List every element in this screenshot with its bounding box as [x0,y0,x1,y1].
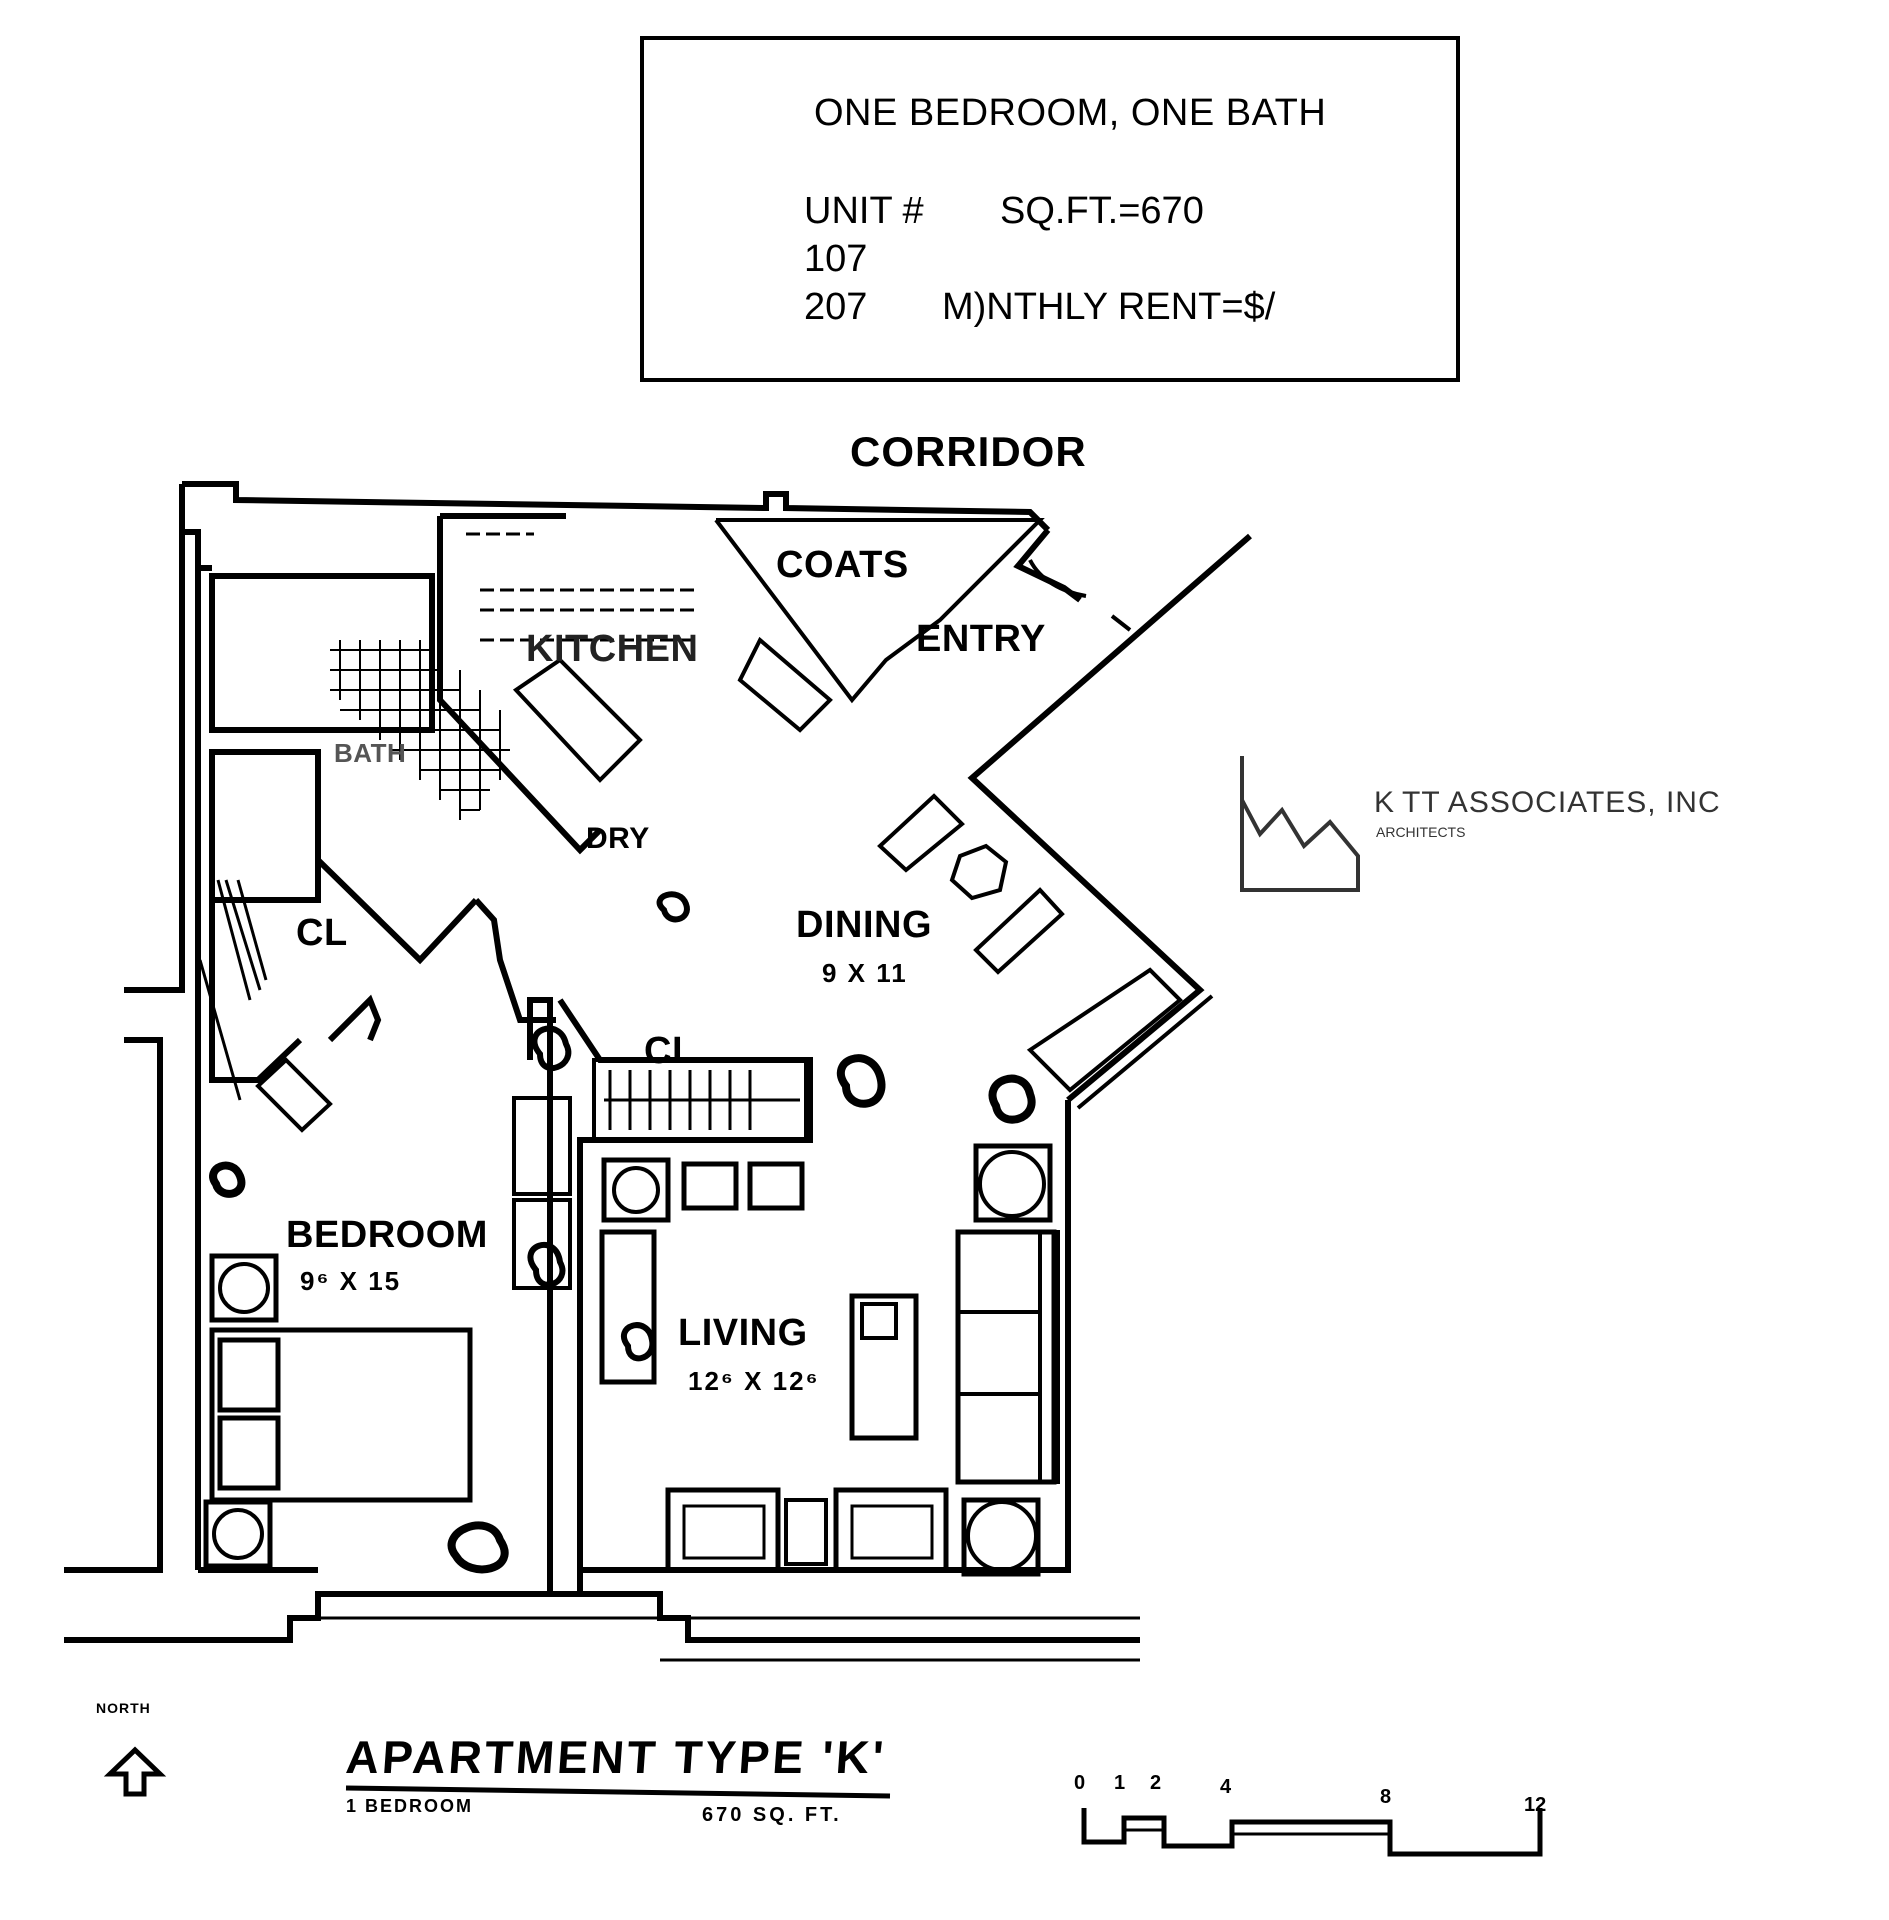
scale-tick: 4 [1220,1776,1232,1798]
apartment-type-title: APARTMENT TYPE 'K' [344,1731,888,1783]
outer-wall-north [182,481,1051,533]
outer-wall-nw [179,484,212,571]
architect-subtitle: ARCHITECTS [1376,824,1466,840]
scale-tick: 2 [1150,1772,1162,1794]
apartment-sqft: 670 SQ. FT. [702,1804,842,1826]
unit-number-label: UNIT # [804,190,924,232]
scale-tick: 12 [1524,1794,1547,1816]
entry-label: ENTRY [916,618,1046,660]
armchair-2 [833,1487,949,1573]
scale-tick: 0 [1074,1772,1086,1794]
apartment-bedroom-count: 1 BEDROOM [346,1796,474,1816]
unit-type-title: ONE BEDROOM, ONE BATH [814,92,1327,134]
outer-wall-west-lower [64,1037,163,1573]
architect-name: K TT ASSOCIATES, INC [1374,786,1721,819]
dining-label: DINING [796,904,932,946]
square-footage: SQ.FT.=670 [1000,190,1204,232]
corridor-label: CORRIDOR [850,428,1087,475]
armchair-1 [665,1487,781,1573]
bed [209,1327,473,1503]
bath-label: BATH [334,738,407,768]
closet-label-living: CL [644,1030,696,1072]
bedroom-dimensions: 9⁶ X 15 [300,1266,402,1296]
coats-label: COATS [776,544,909,586]
unit-number-1: 107 [804,238,868,280]
bedroom-living-wall [527,997,553,1594]
outer-wall-south [64,1591,1140,1643]
living-label: LIVING [678,1312,808,1354]
dryer-label: DRY [586,822,650,855]
kitchen-label: KITCHEN [526,628,699,670]
outer-wall-west-upper [124,532,185,993]
scale-bar [1081,1808,1543,1857]
bedroom-label: BEDROOM [286,1214,488,1256]
scale-tick: 8 [1380,1786,1392,1808]
dining-dimensions: 9 X 11 [822,958,908,988]
architect-logo-mark [1240,756,1360,892]
kitchen-wall [437,516,603,855]
sideboard [1026,967,1183,1093]
dining-table [949,843,1009,901]
unit-number-2: 207 [804,286,868,328]
coffee-table [849,1293,919,1441]
monthly-rent: M)NTHLY RENT=$/ [942,286,1276,328]
living-dimensions: 12⁶ X 12⁶ [688,1366,820,1396]
unit-info-box: ONE BEDROOM, ONE BATH UNIT # SQ.FT.=670 … [640,36,1460,382]
closet-label-bedroom: CL [296,912,348,954]
scale-tick: 1 [1114,1772,1126,1794]
sofa [955,1229,1057,1485]
north-label: NORTH [96,1700,151,1716]
outer-wall-east-diagonal [967,533,1252,1103]
north-arrow-icon [103,1746,167,1797]
